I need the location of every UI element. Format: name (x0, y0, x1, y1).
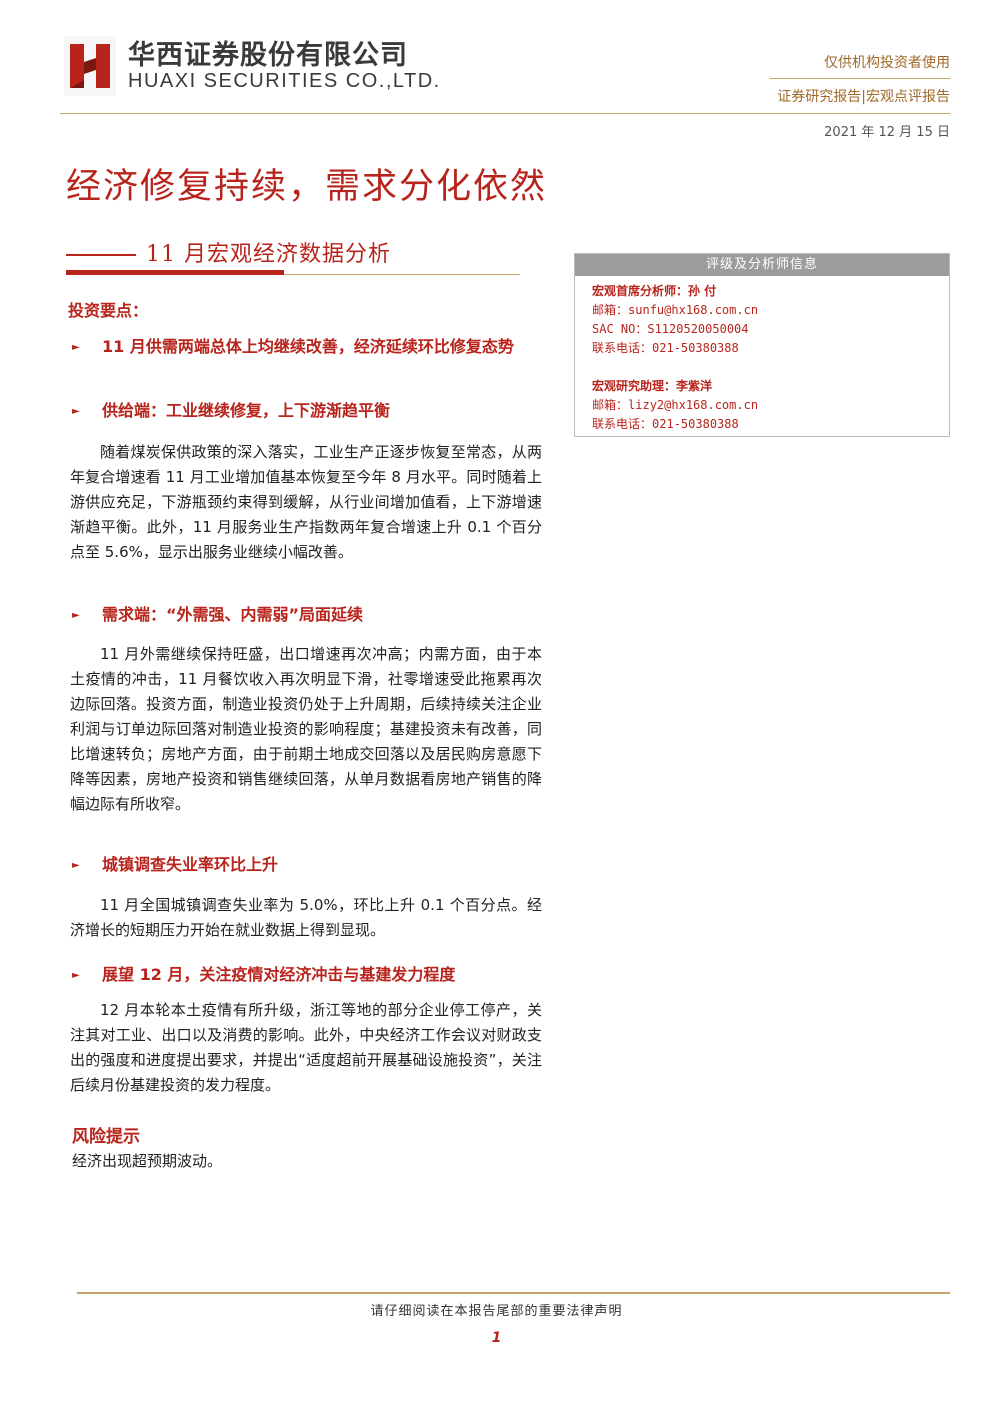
bullet-item: ►需求端：“外需强、内需弱”局面延续 (68, 602, 588, 629)
risk-heading: 风险提示 (72, 1127, 140, 1147)
risk-text: 经济出现超预期波动。 (72, 1152, 223, 1170)
subtitle-dash (66, 254, 136, 256)
triangle-right-icon: ► (72, 406, 80, 417)
analyst-info-heading: 评级及分析师信息 (575, 254, 949, 276)
audience-note: 仅供机构投资者使用 (824, 55, 950, 71)
subtitle-bar (66, 270, 284, 275)
bullet-item: ►供给端：工业继续修复，上下游渐趋平衡 (68, 398, 588, 425)
footer-rule (77, 1292, 950, 1294)
page-number: 1 (491, 1330, 502, 1346)
header-rule (60, 113, 950, 114)
analyst-title: 宏观首席分析师：孙 付 (592, 284, 717, 298)
analyst-email: 邮箱：sunfu@hx168.com.cn (592, 303, 759, 317)
triangle-right-icon: ► (72, 342, 80, 353)
report-type: 证券研究报告|宏观点评报告 (777, 89, 950, 105)
assistant-phone: 联系电话：021-50380388 (592, 417, 739, 431)
company-name-cn: 华西证券股份有限公司 (128, 40, 408, 71)
assistant-email: 邮箱：lizy2@hx168.com.cn (592, 398, 759, 412)
legal-notice: 请仔细阅读在本报告尾部的重要法律声明 (370, 1304, 623, 1319)
paragraph: 随着煤炭保供政策的深入落实，工业生产正逐步恢复至常态，从两年复合增速看 11 月… (70, 443, 542, 561)
triangle-right-icon: ► (72, 860, 80, 871)
bullet-item: ►城镇调查失业率环比上升 (68, 852, 588, 879)
assistant-title: 宏观研究助理：李紫洋 (592, 379, 713, 393)
triangle-right-icon: ► (72, 970, 80, 981)
analyst-email-link[interactable]: sunfu@hx168.com.cn (628, 303, 759, 317)
subtitle-rule (284, 274, 520, 275)
huaxi-logo-icon (64, 36, 116, 96)
triangle-right-icon: ► (72, 610, 80, 621)
paragraph: 11 月外需继续保持旺盛，出口增速再次冲高；内需方面，由于本土疫情的冲击，11 … (70, 645, 542, 813)
company-name-en: HUAXI SECURITIES CO.,LTD. (128, 70, 441, 92)
header-divider (770, 78, 950, 79)
analyst-phone: 联系电话：021-50380388 (592, 341, 739, 355)
bullet-item: ►展望 12 月，关注疫情对经济冲击与基建发力程度 (68, 962, 588, 989)
analyst-info-box: 评级及分析师信息 宏观首席分析师：孙 付 邮箱：sunfu@hx168.com.… (574, 253, 950, 437)
report-date: 2021 年 12 月 15 日 (824, 125, 950, 140)
report-subtitle: 11 月宏观经济数据分析 (146, 242, 391, 267)
bullet-item: ►11 月供需两端总体上均继续改善，经济延续环比修复态势 (68, 334, 588, 361)
paragraph: 12 月本轮本土疫情有所升级，浙江等地的部分企业停工停产，关注其对工业、出口以及… (70, 1001, 542, 1094)
report-title: 经济修复持续，需求分化依然 (66, 167, 548, 207)
assistant-email-link[interactable]: lizy2@hx168.com.cn (628, 398, 759, 412)
key-points-heading: 投资要点： (68, 301, 149, 320)
paragraph: 11 月全国城镇调查失业率为 5.0%，环比上升 0.1 个百分点。经济增长的短… (70, 896, 542, 939)
analyst-sac: SAC NO：S1120520050004 (592, 322, 749, 336)
